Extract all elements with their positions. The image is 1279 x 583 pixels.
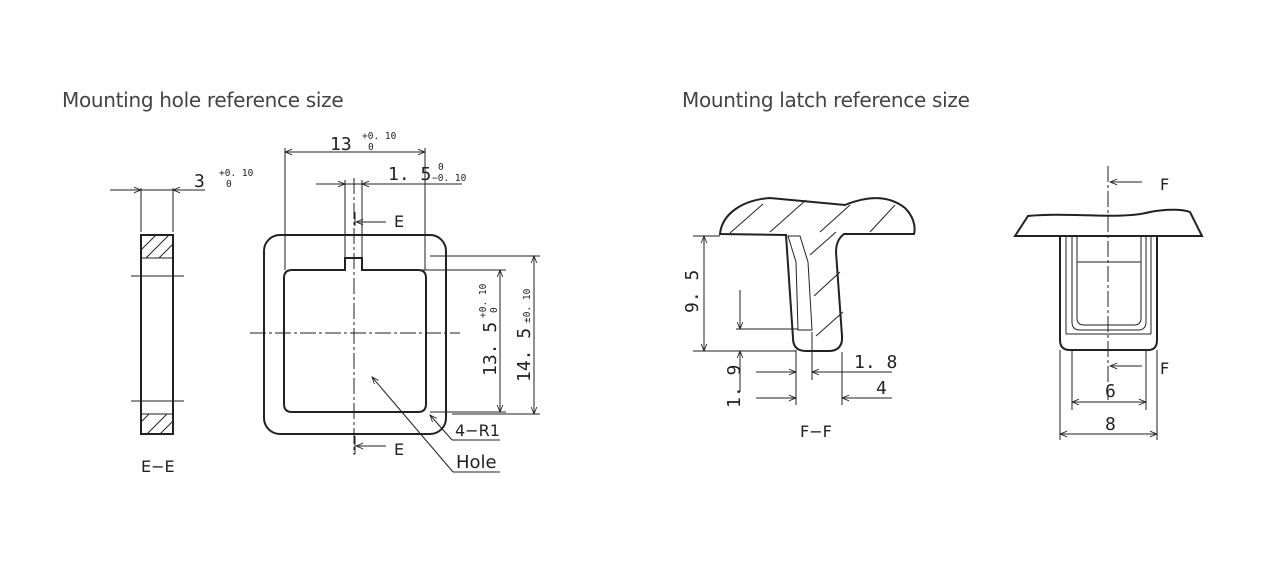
hole-section-heading: Mounting hole reference size [62, 88, 344, 112]
dim-width-13: 13 [330, 134, 352, 155]
corner-radius-label: 4−R1 [455, 421, 500, 440]
latch-front-view: F F 6 8 [1013, 166, 1204, 440]
hole-front-view: 13 +0. 10 0 1. 5 0 −0. 10 E E 13. 5 +0. … [250, 131, 540, 473]
dim-width-3-tol-upper: +0. 10 [219, 168, 254, 179]
section-label-e-e: E−E [141, 457, 175, 476]
dim-width-8: 8 [1105, 414, 1116, 435]
dim-width-4: 4 [876, 378, 887, 399]
dim-notch-1-5: 1. 5 [388, 164, 431, 185]
dim-height-13-5: 13. 5 [480, 322, 501, 376]
dim-width-3-tol-lower: 0 [226, 179, 232, 190]
section-label-f-f: F−F [800, 422, 832, 441]
dim-height-13-5-tol-upper: +0. 10 [478, 283, 489, 318]
dim-height-9-5: 9. 5 [682, 270, 703, 313]
dim-width-6: 6 [1105, 381, 1116, 402]
section-mark-e-bottom: E [394, 440, 404, 459]
section-mark-f-bottom: F [1160, 359, 1169, 378]
hole-label: Hole [456, 452, 497, 473]
dim-height-14-5-tol: ±0. 10 [522, 288, 533, 323]
dim-width-3: 3 [194, 171, 205, 192]
section-mark-f-top: F [1160, 175, 1169, 194]
dim-height-14-5: 14. 5 [514, 328, 535, 382]
latch-section-f-f-view: 9. 5 1. 9 1. 8 4 F−F [682, 196, 916, 441]
dim-width-13-tol-upper: +0. 10 [362, 131, 397, 142]
dim-notch-1-5-tol-lower: −0. 10 [432, 173, 467, 184]
dim-width-13-tol-lower: 0 [368, 142, 374, 153]
latch-section-heading: Mounting latch reference size [682, 88, 970, 112]
dim-height-13-5-tol-lower: 0 [489, 307, 500, 313]
dim-thickness-1-8: 1. 8 [854, 352, 897, 373]
section-mark-e-top: E [394, 212, 404, 231]
section-e-e-view: 3 +0. 10 0 E−E [110, 168, 254, 476]
dim-notch-1-5-tol-upper: 0 [438, 162, 444, 173]
dim-height-1-9: 1. 9 [724, 365, 745, 408]
